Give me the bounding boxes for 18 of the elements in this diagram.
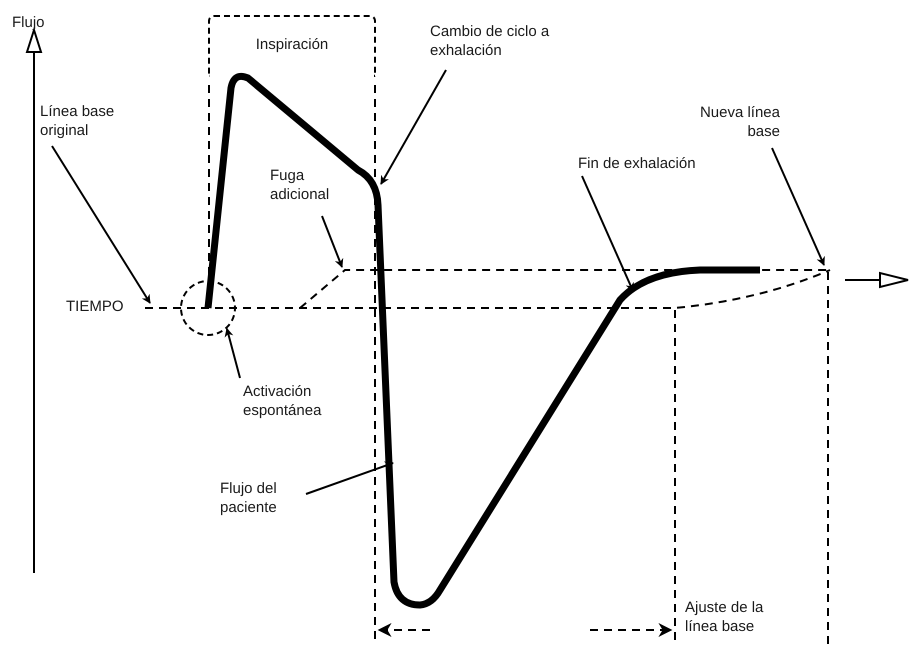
annotation-text: Cambio de ciclo a exhalación	[430, 22, 555, 60]
annotation-text: Línea base original	[40, 102, 140, 140]
axis-label: TIEMPO	[66, 297, 125, 316]
inspiration-phase-box	[208, 15, 376, 77]
leader-arrow	[771, 148, 825, 266]
annotation-text: Nueva línea base	[680, 103, 780, 141]
leader-arrow	[306, 461, 394, 495]
annotation-text: Fuga adicional	[270, 166, 345, 204]
leader-arrow	[380, 70, 447, 185]
leader-arrow	[224, 328, 241, 378]
axis-label: Flujo	[12, 13, 46, 32]
annotation-text: Activación espontánea	[243, 382, 343, 420]
annotation-text: Fin de exhalación	[578, 154, 738, 173]
leader-arrow	[51, 145, 151, 304]
annotation-text: Flujo del paciente	[220, 479, 300, 517]
axis-label: Ajuste de la línea base	[685, 598, 764, 636]
leader-arrow	[321, 216, 344, 268]
phase-label: Inspiración	[256, 35, 328, 54]
